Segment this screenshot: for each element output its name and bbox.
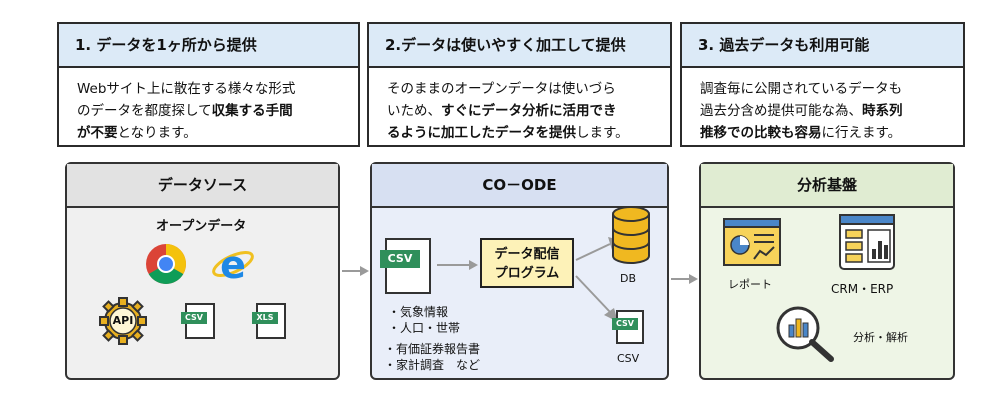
desc-line: が不要となります。 — [77, 122, 344, 144]
database-icon — [612, 206, 650, 264]
chrome-icon — [146, 244, 186, 284]
desc-bold-segment: すぐにデータ分析に活用でき — [441, 103, 617, 119]
item-securities-report: ・有価証券報告書 — [384, 342, 481, 356]
desc-segment: 調査毎に公開されているデータも — [700, 81, 903, 97]
data-source-title: データソース — [67, 164, 338, 208]
desc-bold-segment: るように加工したデータを提供 — [387, 125, 576, 141]
csv-output-label: CSV — [617, 352, 640, 365]
desc-line: いため、すぐにデータ分析に活用でき — [387, 100, 656, 122]
feature-desc-3: 調査毎に公開されているデータも過去分含め提供可能な為、時系列推移での比較も容易に… — [682, 68, 963, 145]
coode-title: CO－ODE — [372, 164, 667, 208]
api-icon-label: API — [112, 314, 134, 327]
crm-erp-label: CRM・ERP — [831, 282, 894, 296]
internet-explorer-icon: e — [212, 243, 254, 286]
analysis-label: 分析・解析 — [853, 331, 908, 344]
data-source-panel: データソース — [65, 162, 340, 380]
desc-bold-segment: 推移での比較も容易 — [700, 125, 822, 141]
program-label-line2: プログラム — [494, 266, 560, 281]
item-household-survey: ・家計調査 など — [384, 358, 481, 372]
desc-segment: のデータを都度探して — [77, 103, 212, 119]
desc-bold-segment: 時系列 — [862, 103, 903, 119]
crm-erp-icon — [839, 214, 895, 270]
arrow-csv-to-program — [437, 260, 478, 270]
feature-card-3: 3. 過去データも利用可能 調査毎に公開されているデータも過去分含め提供可能な為… — [680, 22, 965, 147]
arrow-source-to-coode — [342, 266, 369, 276]
program-label-line1: データ配信 — [494, 247, 560, 262]
feature-card-2: 2.データは使いやすく加工して提供 そのままのオープンデータは使いづらいため、す… — [367, 22, 672, 147]
desc-segment: に行えます。 — [821, 125, 902, 141]
desc-line: 過去分含め提供可能な為、時系列 — [700, 100, 949, 122]
data-distribution-program-box: データ配信 プログラム — [480, 238, 574, 288]
xls-file-badge: XLS — [252, 312, 278, 324]
desc-segment: Webサイト上に散在する様々な形式 — [77, 81, 296, 97]
feature-card-1: 1. データを1ヶ所から提供 Webサイト上に散在する様々な形式のデータを都度探… — [57, 22, 360, 147]
desc-segment: 過去分含め提供可能な為、 — [700, 103, 862, 119]
report-dashboard-icon — [723, 218, 781, 266]
analytics-platform-panel: 分析基盤 — [699, 162, 955, 380]
desc-bold-segment: 収集する手間 — [211, 103, 293, 119]
desc-segment: となります。 — [117, 125, 197, 141]
feature-title-2: 2.データは使いやすく加工して提供 — [369, 24, 670, 68]
csv-file-badge: CSV — [181, 312, 207, 324]
csv-input-badge: CSV — [380, 250, 420, 268]
report-label: レポート — [728, 278, 772, 291]
db-label: DB — [620, 272, 637, 285]
feature-desc-2: そのままのオープンデータは使いづらいため、すぐにデータ分析に活用できるように加工… — [369, 68, 670, 145]
desc-segment: します。 — [576, 125, 629, 141]
csv-output-badge: CSV — [612, 318, 638, 330]
item-weather: ・気象情報 — [388, 305, 449, 319]
feature-title-3: 3. 過去データも利用可能 — [682, 24, 963, 68]
svg-text:e: e — [220, 243, 246, 286]
open-data-label: オープンデータ — [156, 219, 247, 234]
desc-segment: いため、 — [387, 103, 441, 119]
arrow-coode-to-platform — [671, 274, 698, 284]
desc-line: Webサイト上に散在する様々な形式 — [77, 78, 344, 100]
analytics-platform-title: 分析基盤 — [701, 164, 953, 208]
desc-line: 推移での比較も容易に行えます。 — [700, 122, 949, 144]
desc-bold-segment: が不要 — [77, 125, 118, 141]
item-population: ・人口・世帯 — [388, 321, 461, 335]
desc-line: 調査毎に公開されているデータも — [700, 78, 949, 100]
analysis-magnifier-icon — [776, 306, 834, 362]
feature-desc-1: Webサイト上に散在する様々な形式のデータを都度探して収集する手間が不要となりま… — [59, 68, 358, 145]
feature-title-1: 1. データを1ヶ所から提供 — [59, 24, 358, 68]
desc-line: そのままのオープンデータは使いづら — [387, 78, 656, 100]
desc-line: のデータを都度探して収集する手間 — [77, 100, 344, 122]
desc-segment: そのままのオープンデータは使いづら — [387, 81, 616, 97]
desc-line: るように加工したデータを提供します。 — [387, 122, 656, 144]
api-gear-icon — [99, 297, 147, 345]
